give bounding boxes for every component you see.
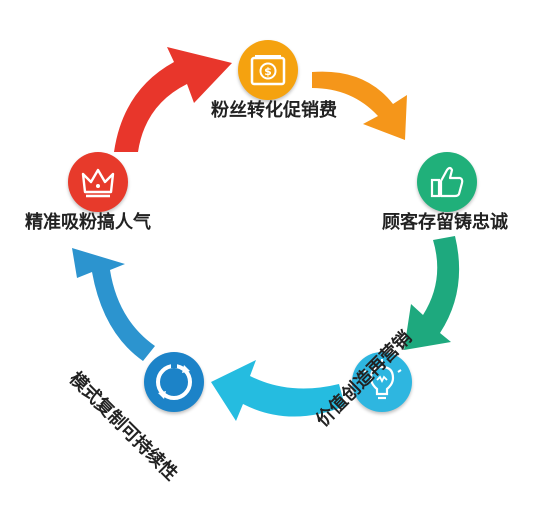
arrow-value-to-replication xyxy=(211,360,345,421)
thumbs-up-icon xyxy=(430,166,464,198)
step-label-loyalty: 顾客存留铸忠诚 xyxy=(382,212,508,233)
step-node-money: $ xyxy=(238,40,298,100)
svg-text:$: $ xyxy=(264,65,272,78)
step-node-value xyxy=(352,352,412,412)
step-label-money: 粉丝转化促销费 xyxy=(211,100,337,121)
step-node-loyalty xyxy=(417,152,477,212)
arrow-attract-to-money xyxy=(114,47,232,152)
arrow-money-to-loyalty xyxy=(312,71,407,140)
step-node-replication xyxy=(144,352,204,412)
crown-icon xyxy=(81,168,115,198)
step-node-attract xyxy=(68,152,128,212)
arrow-loyalty-to-value xyxy=(404,236,460,350)
step-label-attract: 精准吸粉搞人气 xyxy=(25,212,151,233)
money-icon: $ xyxy=(250,55,286,86)
refresh-icon xyxy=(156,362,192,400)
lightbulb-icon xyxy=(362,359,402,400)
arrow-replication-to-attract xyxy=(72,248,155,361)
